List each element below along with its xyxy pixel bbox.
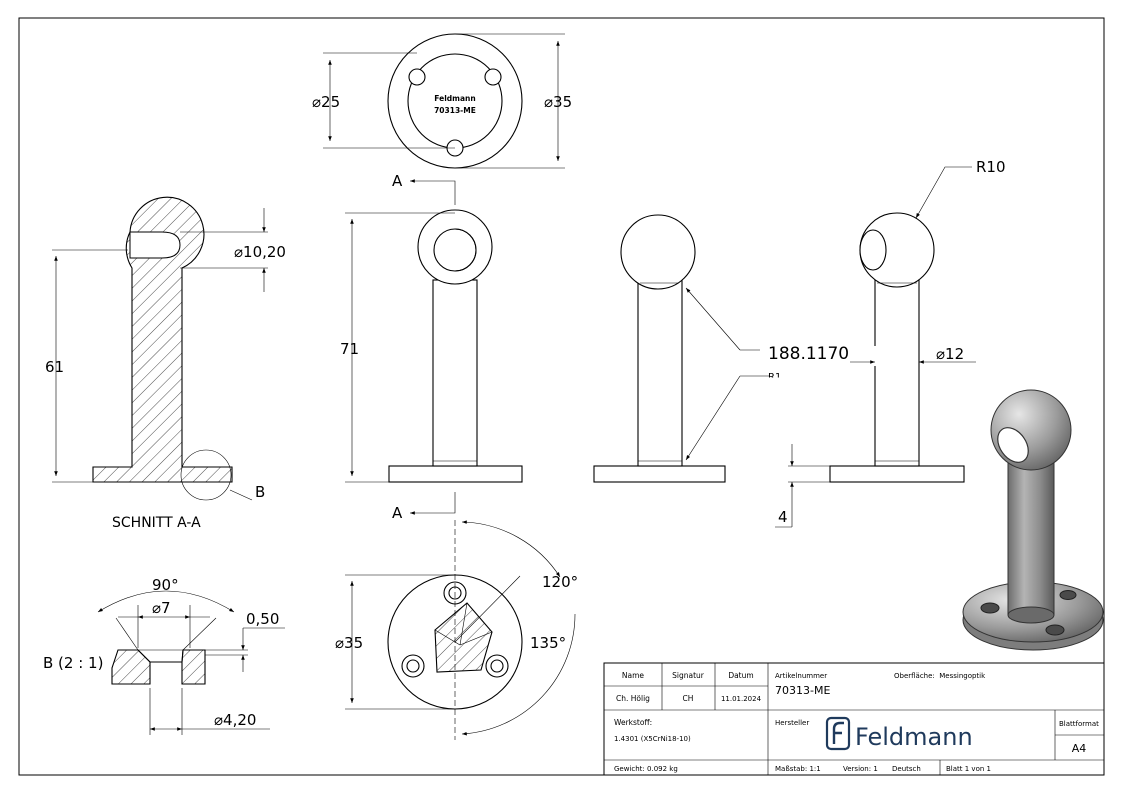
dim-61: 61 <box>45 358 64 376</box>
dim-angle-120: 120° <box>542 573 578 591</box>
right-view: R10 ⌀12 4 <box>775 158 1006 528</box>
section-view: B 61 ⌀10,20 SCHNITT A-A <box>45 196 286 531</box>
dim-depth-0-50: 0,50 <box>246 610 279 628</box>
sprache: Deutsch <box>892 765 921 773</box>
detail-ref-b: B <box>255 483 265 501</box>
blattformat-value: A4 <box>1072 742 1087 755</box>
blattformat-label: Blattformat <box>1059 720 1099 728</box>
title-block: Name Signatur Datum Ch. Hölig CH 11.01.2… <box>603 662 1105 776</box>
sheet-border <box>18 17 1105 776</box>
top-view: Feldmann 70313-ME ⌀25 ⌀35 <box>312 33 572 169</box>
callout-r-fragment: R1 <box>768 372 781 383</box>
bottom-view: 120° 135° ⌀35 <box>335 520 578 740</box>
dim-r10: R10 <box>976 158 1006 176</box>
section-marker-a: A A <box>392 172 456 522</box>
oberflaeche: Oberfläche: Messingoptik <box>894 672 986 680</box>
artikel-value: 70313-ME <box>775 684 830 697</box>
detail-view-b: B (2 : 1) 90° ⌀7 0,50 ⌀4,20 <box>43 576 285 735</box>
gewicht: Gewicht: 0.092 kg <box>614 765 678 773</box>
dim-71: 71 <box>340 340 359 358</box>
cut-label-a-top: A <box>392 172 403 190</box>
col-datum: Datum <box>728 671 753 680</box>
dim-dia-4-20: ⌀4,20 <box>214 711 256 729</box>
logo-text: Feldmann <box>855 723 973 751</box>
col-signatur: Signatur <box>672 671 705 680</box>
blatt: Blatt 1 von 1 <box>946 765 991 773</box>
dim-angle-90: 90° <box>152 576 179 594</box>
cut-label-a-bottom: A <box>392 504 403 522</box>
datum-value: 11.01.2024 <box>721 695 762 703</box>
col-name: Name <box>622 671 645 680</box>
dim-dia-35-bottom: ⌀35 <box>335 634 363 652</box>
dim-dia-35-top: ⌀35 <box>544 93 572 111</box>
werkstoff-label: Werkstoff: <box>614 718 652 727</box>
dim-thickness-4: 4 <box>778 508 788 526</box>
version: Version: 1 <box>843 765 878 773</box>
artikel-label: Artikelnummer <box>775 672 827 680</box>
engraving-text-2: 70313-ME <box>434 106 476 115</box>
hersteller-label: Hersteller <box>775 719 809 727</box>
render-3d <box>962 389 1104 651</box>
front-view: 71 <box>340 209 523 483</box>
engraving-text-1: Feldmann <box>434 94 475 103</box>
dim-dia-25: ⌀25 <box>312 93 340 111</box>
dim-angle-135: 135° <box>530 634 566 652</box>
dim-dia-12: ⌀12 <box>936 345 964 363</box>
massstab: Maßstab: 1:1 <box>775 765 821 773</box>
feldmann-logo: Feldmann <box>825 716 973 751</box>
name-value: Ch. Hölig <box>616 694 650 703</box>
dim-dia-10-20: ⌀10,20 <box>234 243 286 261</box>
detail-label: B (2 : 1) <box>43 654 103 672</box>
signatur-value: CH <box>683 694 694 703</box>
dim-dia-7: ⌀7 <box>152 599 171 617</box>
werkstoff-value: 1.4301 (X5CrNi18-10) <box>614 735 691 743</box>
section-caption: SCHNITT A-A <box>112 515 201 531</box>
